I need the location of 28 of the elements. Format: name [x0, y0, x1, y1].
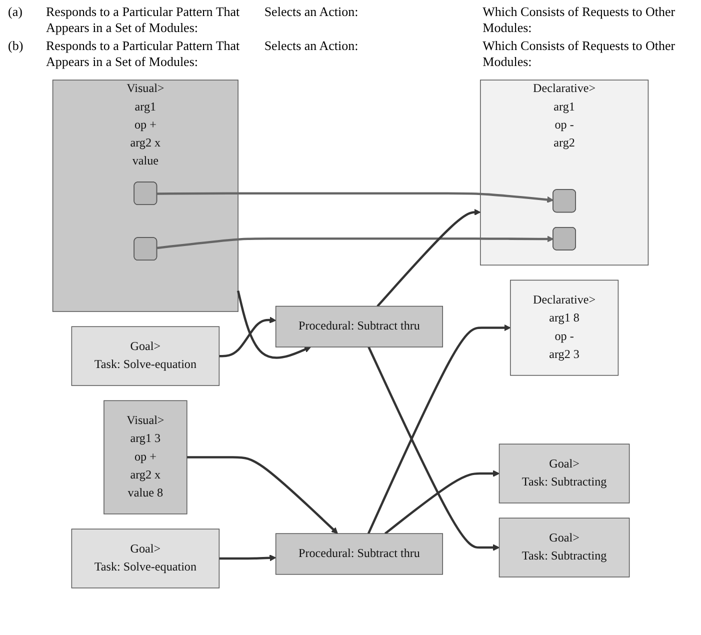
- arrow: [376, 208, 481, 307]
- node-box: Goal> Task: Subtracting: [498, 444, 630, 504]
- column-heading: Selects an Action:: [264, 38, 360, 55]
- arrow: [367, 324, 511, 534]
- node-box: Goal> Task: Solve-equation: [71, 326, 220, 386]
- arrow: [157, 192, 554, 203]
- node-box: Declarative> arg1 8 op - arg2 3: [510, 280, 619, 376]
- arrow: [368, 346, 500, 551]
- node-box: Procedural: Subtract thru: [275, 306, 443, 348]
- cluster: Declarative> arg1 op - arg2: [480, 80, 649, 266]
- cluster: Visual> arg1 op + arg2 x value: [52, 80, 238, 312]
- node-box: Goal> Task: Subtracting: [498, 518, 630, 578]
- arrow: [157, 236, 554, 250]
- column-heading: Responds to a Particular Pattern That Appears in a Set of Modules:: [46, 38, 241, 70]
- column-heading: Selects an Action:: [264, 4, 360, 21]
- arrow: [219, 316, 276, 358]
- arrow: [384, 470, 500, 534]
- column-heading: Which Consists of Requests to Other Modules:: [482, 4, 676, 36]
- column-heading: Responds to a Particular Pattern That Appears in a Set of Modules:: [46, 4, 241, 36]
- arrow: [219, 554, 276, 562]
- panel-label: (b): [8, 38, 24, 55]
- arrow: [236, 290, 312, 359]
- panel-label: (a): [8, 4, 24, 21]
- node-box: Visual> arg1 3 op + arg2 x value 8: [104, 400, 188, 514]
- column-heading: Which Consists of Requests to Other Modules:: [482, 38, 676, 70]
- arrow: [186, 456, 338, 534]
- node-box: Procedural: Subtract thru: [275, 533, 443, 575]
- node-box: Goal> Task: Solve-equation: [71, 528, 220, 588]
